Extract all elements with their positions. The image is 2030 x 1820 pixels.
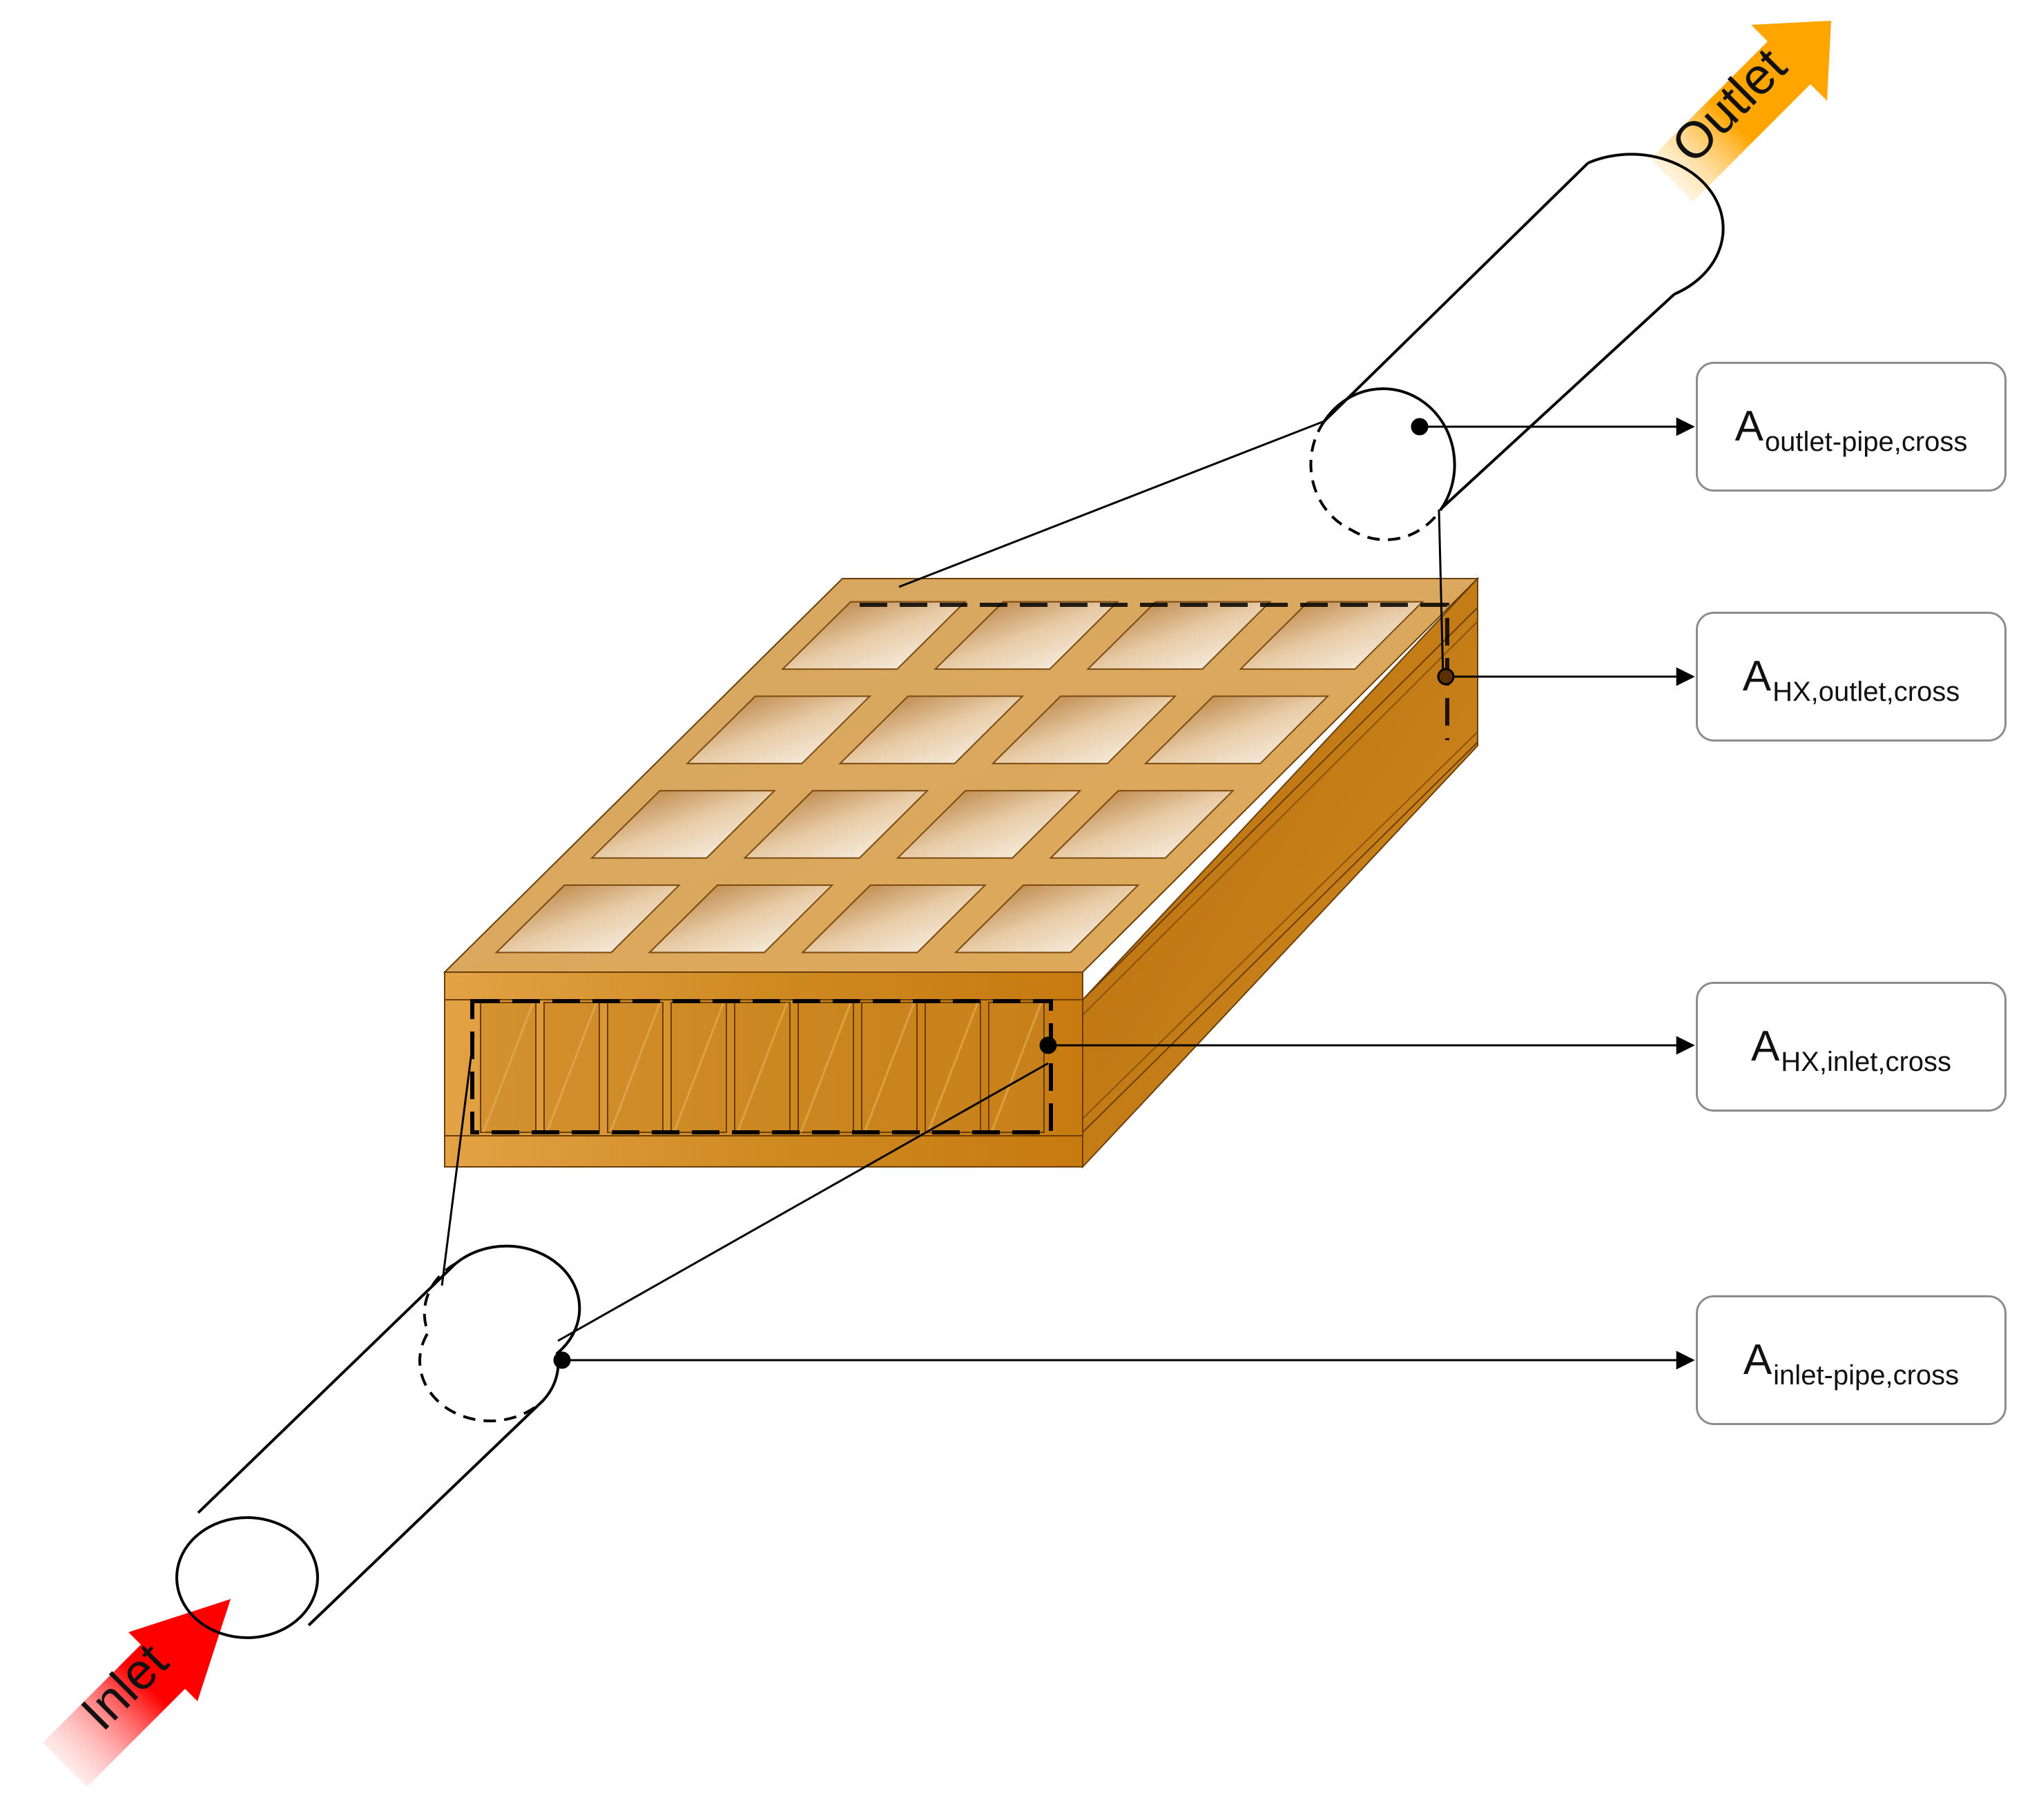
channel-highlight bbox=[482, 1002, 534, 1133]
channel-highlight bbox=[736, 1002, 789, 1133]
plate-tile bbox=[934, 601, 1119, 670]
channel-highlight bbox=[800, 1002, 852, 1133]
heat-exchanger bbox=[443, 577, 1480, 1169]
plate-tile bbox=[1143, 695, 1330, 764]
plate-tile bbox=[1049, 790, 1235, 859]
label-subscript: outlet-pipe,cross bbox=[1764, 426, 1968, 457]
inlet-pipe bbox=[175, 1244, 581, 1639]
plate-tile bbox=[838, 695, 1025, 764]
channel-highlight bbox=[609, 1002, 661, 1133]
outlet-arrow bbox=[1650, 21, 1831, 202]
plate-tile bbox=[1086, 601, 1272, 670]
plate-tile bbox=[954, 884, 1140, 953]
plate-tiles bbox=[494, 601, 1424, 953]
plate-tile bbox=[781, 601, 967, 670]
hx-inlet-cross-section bbox=[470, 999, 1053, 1134]
inlet-arrow bbox=[43, 1599, 231, 1787]
connector-lines bbox=[441, 420, 1444, 1342]
plate-tile bbox=[648, 884, 834, 953]
channel-highlight bbox=[863, 1002, 916, 1133]
label-symbol: A bbox=[1750, 1023, 1780, 1070]
plate-tile bbox=[494, 884, 682, 953]
plate-tile bbox=[991, 695, 1177, 764]
channel-highlight bbox=[990, 1002, 1043, 1133]
plate-tile bbox=[800, 884, 987, 953]
channel-highlight bbox=[545, 1002, 598, 1133]
label-subscript: HX,inlet,cross bbox=[1781, 1046, 1952, 1077]
channel-highlight bbox=[927, 1002, 979, 1133]
callout-arrows bbox=[553, 417, 1695, 1370]
hx-outlet-cross-section bbox=[860, 603, 1449, 740]
outlet-pipe bbox=[1309, 153, 1725, 541]
channel-highlight bbox=[673, 1002, 725, 1133]
label-subscript: HX,outlet,cross bbox=[1772, 676, 1960, 707]
label-symbol: A bbox=[1734, 403, 1763, 450]
label-symbol: A bbox=[1742, 652, 1772, 700]
plate-tile bbox=[743, 790, 929, 859]
label-subscript: inlet-pipe,cross bbox=[1773, 1359, 1960, 1391]
plate-tile bbox=[685, 695, 872, 764]
flow-channels bbox=[480, 1002, 1045, 1133]
plate-tile bbox=[896, 790, 1082, 859]
label-symbol: A bbox=[1743, 1336, 1772, 1384]
plate-tile bbox=[590, 790, 777, 859]
plate-tile bbox=[1239, 601, 1424, 670]
